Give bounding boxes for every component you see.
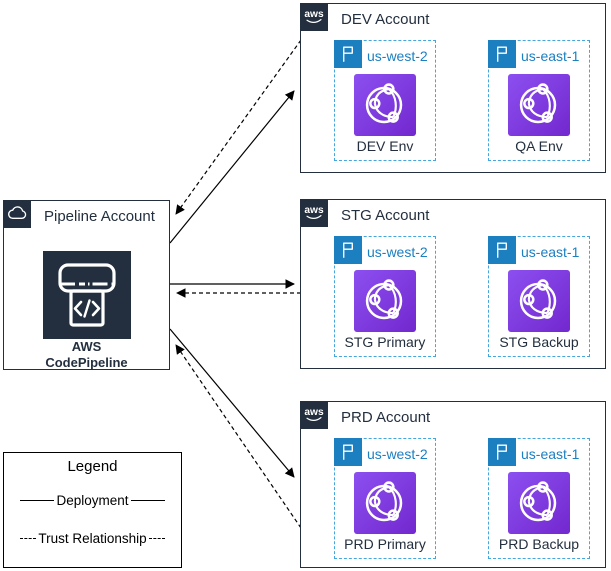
prd-account-box: aws PRD Account us-west-2 [300,401,606,568]
legend-title: Legend [67,458,118,475]
stg-region-us-west-2: us-west-2 STG Primary [334,236,436,357]
environment-label: PRD Primary [344,536,426,552]
deployment-arrow-dev [169,90,295,244]
dev-account-title: DEV Account [341,11,430,28]
aws-logo-icon: aws [300,3,328,31]
network-globe-icon [354,270,416,332]
environment-label: STG Backup [499,334,579,350]
region-flag-icon [488,236,516,264]
region-name: us-west-2 [367,446,428,462]
region-name: us-east-1 [521,244,580,260]
region-flag-icon [334,236,362,264]
network-globe-icon [354,74,416,136]
codepipeline-icon [43,251,131,339]
trust-arrow-dev [175,39,302,215]
codepipeline-label-line2: CodePipeline [45,354,128,370]
region-name: us-east-1 [521,48,580,64]
codepipeline-label: AWS CodePipeline [4,339,169,370]
region-flag-icon [488,40,516,68]
dashed-line-sample [20,538,37,539]
legend-item-deployment: Deployment [20,493,166,508]
aws-logo-icon: aws [300,401,328,429]
prd-region-us-west-2: us-west-2 PRD Primary [334,438,436,559]
deployment-arrow-prd [169,328,295,478]
environment-label: DEV Env [356,138,414,154]
dashed-line-sample [148,538,166,539]
prd-account-title: PRD Account [341,409,431,426]
environment-label: QA Env [515,138,563,154]
svg-text:aws: aws [304,9,324,20]
dev-region-us-west-2: us-west-2 DEV Env [334,40,436,161]
dev-region-us-east-1: us-east-1 QA Env [488,40,590,161]
stg-account-title: STG Account [341,207,430,224]
network-globe-icon [508,472,570,534]
environment-label: PRD Backup [498,536,580,552]
solid-line-sample [130,500,166,501]
region-flag-icon [488,438,516,466]
network-globe-icon [508,74,570,136]
aws-logo-icon: aws [300,199,328,227]
cloud-icon [3,200,31,228]
dev-account-box: aws DEV Account us-west-2 [300,3,606,173]
region-name: us-west-2 [367,244,428,260]
codepipeline-label-line1: AWS [71,339,102,354]
environment-label: STG Primary [344,334,426,350]
legend-box: Legend Deployment Trust Relationship [3,452,182,568]
network-globe-icon [354,472,416,534]
pipeline-account-title: Pipeline Account [44,208,155,225]
legend-label: Trust Relationship [38,531,147,546]
prd-region-us-east-1: us-east-1 PRD Backup [488,438,590,559]
svg-text:aws: aws [304,205,324,216]
svg-text:aws: aws [304,407,324,418]
legend-label: Deployment [56,493,129,508]
legend-item-trust-relationship: Trust Relationship [20,531,166,546]
region-name: us-west-2 [367,48,428,64]
network-globe-icon [508,270,570,332]
stg-region-us-east-1: us-east-1 STG Backup [488,236,590,357]
region-flag-icon [334,438,362,466]
solid-line-sample [20,500,55,501]
region-flag-icon [334,40,362,68]
pipeline-account-box: Pipeline Account AWS CodePipeline [3,200,170,370]
trust-arrow-prd [175,344,302,529]
region-name: us-east-1 [521,446,580,462]
stg-account-box: aws STG Account us-west-2 [300,199,606,369]
